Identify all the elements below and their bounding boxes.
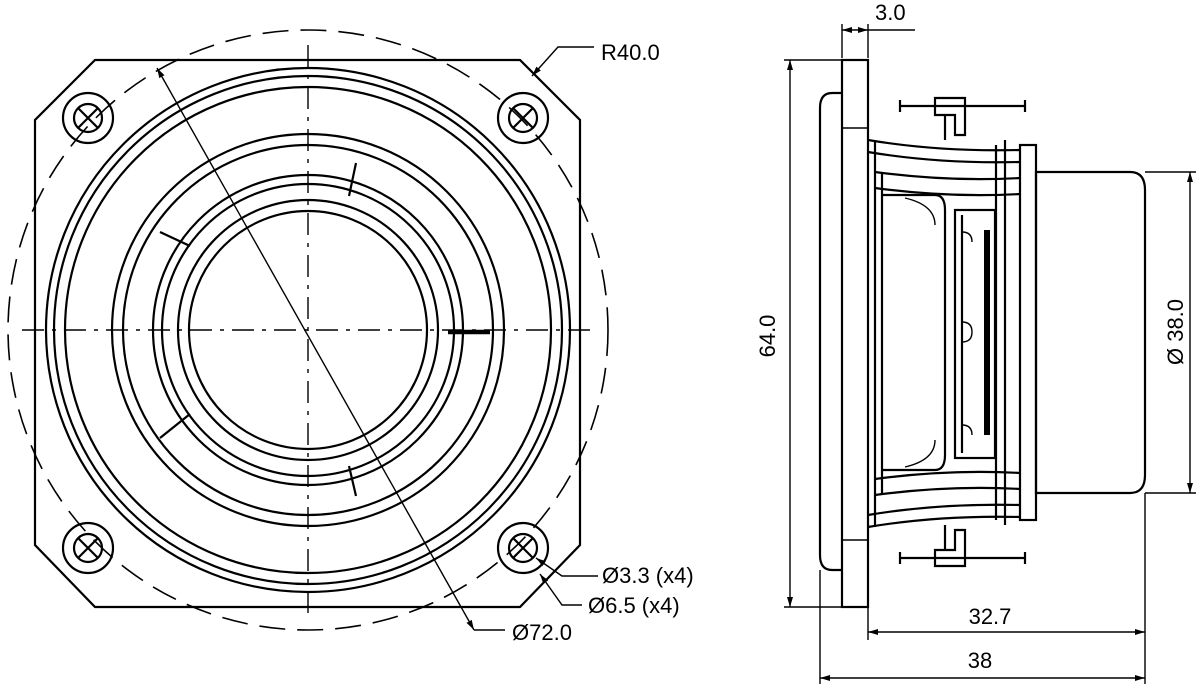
magnet [1034, 170, 1147, 495]
hole-small-leader [535, 557, 598, 577]
label-depth-total: 38 [968, 648, 992, 673]
mount-hole-tl [61, 91, 115, 145]
front-view: Ø72.0 R40.0 Ø3.3 (x4) Ø6.5 (x4) [7, 29, 694, 645]
basket-top-4 [874, 186, 1021, 197]
basket-bot-3 [874, 486, 1021, 497]
basket-top-2 [867, 150, 1021, 164]
basket-bot-4 [874, 470, 1021, 481]
mount-hole-tr [496, 91, 550, 145]
basket-bot-2 [867, 503, 1021, 517]
side-surround [818, 91, 842, 572]
label-hole-small: Ø3.3 (x4) [602, 563, 694, 588]
label-flange-thickness: 3.0 [875, 0, 906, 25]
basket-top-1 [867, 138, 1021, 152]
label-height: 64.0 [755, 315, 780, 358]
side-view: 3.0 64.0 Ø 38.0 32.7 38 [755, 0, 1196, 684]
terminal-bottom [898, 525, 1027, 568]
basket-top-3 [874, 170, 1021, 181]
magnet-plate [1018, 143, 1038, 522]
cone-window [882, 193, 947, 472]
voice-coil [984, 230, 990, 435]
terminal-top [898, 96, 1027, 140]
hole-large-leader [539, 573, 582, 606]
bolt-circle-dashed [7, 29, 609, 631]
label-magnet-dia: Ø 38.0 [1163, 299, 1188, 365]
radius-leader [531, 46, 594, 77]
label-radius: R40.0 [601, 40, 660, 65]
label-diameter-72: Ø72.0 [512, 620, 572, 645]
label-depth-inner: 32.7 [969, 604, 1012, 629]
label-hole-large: Ø6.5 (x4) [588, 593, 680, 618]
mount-hole-bl [61, 521, 115, 575]
mount-hole-br [496, 521, 550, 575]
basket-bot-1 [867, 515, 1021, 529]
spoke-4 [347, 465, 358, 497]
side-flange [840, 58, 870, 609]
frame-outline [33, 58, 582, 609]
diameter-leader [156, 67, 475, 631]
